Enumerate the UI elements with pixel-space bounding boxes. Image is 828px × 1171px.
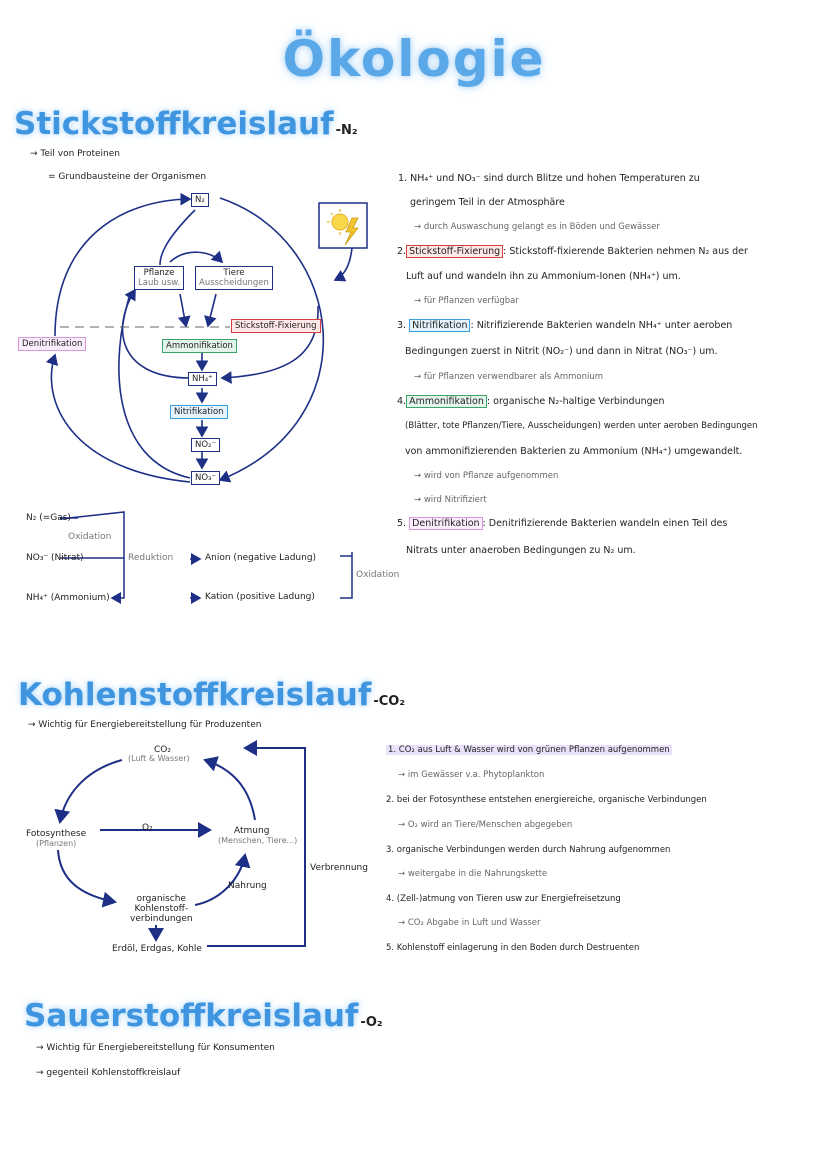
note-gegenteil: → gegenteil Kohlenstoffkreislauf bbox=[36, 1068, 181, 1078]
n-item-3-text: : Nitrifizierende Bakterien wandeln NH₄⁺… bbox=[470, 320, 733, 331]
n-item-3-sub: → für Pflanzen verwendbarer als Ammonium bbox=[414, 372, 604, 382]
node-pflanze-label: Pflanze bbox=[143, 268, 175, 278]
node-stickstoff-fixierung: Stickstoff-Fixierung bbox=[231, 319, 321, 333]
org-line-2: Kohlenstoff- bbox=[134, 904, 189, 914]
node-tiere-sub: Ausscheidungen bbox=[199, 278, 269, 288]
c-item-5: 5. Kohlenstoff einlagerung in den Boden … bbox=[386, 943, 640, 953]
node-fotosynthese: Fotosynthese bbox=[26, 829, 87, 839]
redox-kation: Kation (positive Ladung) bbox=[205, 592, 315, 602]
section-title-text: Kohlenstoffkreislauf bbox=[18, 677, 372, 713]
n-item-4-sub1: → wird von Pflanze aufgenommen bbox=[414, 471, 559, 481]
node-n2: N₂ bbox=[191, 193, 209, 207]
note-grundbausteine: = Grundbausteine der Organismen bbox=[48, 172, 207, 182]
n-item-4b: (Blätter, tote Pflanzen/Tiere, Ausscheid… bbox=[405, 421, 758, 431]
c-item-1: 1. CO₂ aus Luft & Wasser wird von grünen… bbox=[386, 745, 672, 755]
note-konsumenten: → Wichtig für Energiebereitstellung für … bbox=[36, 1043, 275, 1053]
c-item-3: 3. organische Verbindungen werden durch … bbox=[386, 845, 671, 855]
note-produzenten: → Wichtig für Energiebereitstellung für … bbox=[28, 720, 262, 730]
section-title-stickstoff: Stickstoffkreislauf-N₂ bbox=[14, 106, 358, 142]
n-item-2b: Luft auf und wandeln ihn zu Ammonium-Ion… bbox=[406, 271, 681, 282]
n-item-2-highlight: Stickstoff-Fixierung bbox=[406, 245, 504, 258]
formula-n2: -N₂ bbox=[335, 123, 358, 138]
n-item-4-sub2: → wird Nitrifiziert bbox=[414, 495, 487, 505]
redox-no3: NO₃⁻ (Nitrat) bbox=[26, 553, 84, 563]
n-item-5-text: : Denitrifizierende Bakterien wandeln ei… bbox=[482, 518, 728, 529]
note-proteine: → Teil von Proteinen bbox=[30, 149, 120, 159]
c-item-3-sub: → weitergabe in die Nahrungskette bbox=[398, 869, 548, 879]
n-item-2-text: : Stickstoff-fixierende Bakterien nehmen… bbox=[503, 246, 748, 257]
node-no3: NO₃⁻ bbox=[191, 471, 220, 485]
node-co2: CO₂ bbox=[154, 745, 171, 755]
redox-reduktion: Reduktion bbox=[128, 553, 174, 563]
c-item-2-sub: → O₂ wird an Tiere/Menschen abgegeben bbox=[398, 820, 573, 830]
n-item-4c: von ammonifizierenden Bakterien zu Ammon… bbox=[405, 446, 743, 457]
formula-o2: -O₂ bbox=[360, 1015, 383, 1030]
redox-nh4: NH₄⁺ (Ammonium) bbox=[26, 593, 110, 603]
node-nitrifikation: Nitrifikation bbox=[170, 405, 228, 419]
node-pflanze: Pflanze Laub usw. bbox=[134, 266, 185, 290]
node-tiere: Tiere Ausscheidungen bbox=[195, 266, 273, 290]
c-item-4: 4. (Zell-)atmung von Tieren usw zur Ener… bbox=[386, 894, 621, 904]
org-line-3: verbindungen bbox=[130, 914, 193, 924]
n-item-3b: Bedingungen zuerst in Nitrit (NO₂⁻) und … bbox=[405, 346, 718, 357]
label-o2: O₂ bbox=[142, 823, 153, 833]
section-title-kohlenstoff: Kohlenstoffkreislauf-CO₂ bbox=[18, 677, 405, 713]
redox-anion: Anion (negative Ladung) bbox=[205, 553, 317, 563]
n-item-3-num: 3. bbox=[397, 320, 407, 331]
n-item-4a: 4.Ammonifikation: organische N₂-haltige … bbox=[397, 395, 665, 408]
n-item-4-highlight: Ammonifikation bbox=[406, 395, 487, 408]
node-atmung-sub: (Menschen, Tiere...) bbox=[218, 836, 298, 845]
formula-co2: -CO₂ bbox=[373, 694, 406, 709]
c-item-4-sub: → CO₂ Abgabe in Luft und Wasser bbox=[398, 918, 541, 928]
n-item-1b: geringem Teil in der Atmosphäre bbox=[410, 197, 565, 208]
n-item-5b: Nitrats unter anaeroben Bedingungen zu N… bbox=[406, 545, 636, 556]
node-ammonifikation: Ammonifikation bbox=[162, 339, 237, 353]
n-item-3a: 3. Nitrifikation: Nitrifizierende Bakter… bbox=[397, 319, 733, 332]
n-item-5-num: 5. bbox=[397, 518, 407, 529]
n-item-3-highlight: Nitrifikation bbox=[409, 319, 471, 332]
label-nahrung: Nahrung bbox=[228, 881, 267, 891]
c-item-1-sub: → im Gewässer v.a. Phytoplankton bbox=[398, 770, 545, 780]
c-item-1-text: 1. CO₂ aus Luft & Wasser wird von grünen… bbox=[386, 745, 672, 755]
node-pflanze-sub: Laub usw. bbox=[138, 278, 181, 288]
n-item-2a: 2.Stickstoff-Fixierung: Stickstoff-fixie… bbox=[397, 245, 748, 258]
n-item-1a: 1. NH₄⁺ und NO₃⁻ sind durch Blitze und h… bbox=[398, 173, 700, 184]
redox-oxidation-2: Oxidation bbox=[356, 570, 400, 580]
redox-n2-gas: N₂ (=Gas) bbox=[26, 513, 71, 523]
node-tiere-label: Tiere bbox=[223, 268, 245, 278]
page-title: Ökologie bbox=[282, 30, 546, 88]
n-item-5a: 5. Denitrifikation: Denitrifizierende Ba… bbox=[397, 517, 728, 530]
n-item-4-text: : organische N₂-haltige Verbindungen bbox=[486, 396, 665, 407]
section-title-text: Sauerstoffkreislauf bbox=[24, 998, 359, 1034]
n-item-5-highlight: Denitrifikation bbox=[409, 517, 483, 530]
org-line-1: organische bbox=[136, 894, 186, 904]
section-title-sauerstoff: Sauerstoffkreislauf-O₂ bbox=[24, 998, 383, 1034]
n-item-2-num: 2. bbox=[397, 246, 407, 257]
node-nh4: NH₄⁺ bbox=[188, 372, 217, 386]
node-erdoel: Erdöl, Erdgas, Kohle bbox=[112, 944, 202, 954]
label-verbrennung: Verbrennung bbox=[310, 863, 368, 873]
n-item-4-num: 4. bbox=[397, 396, 407, 407]
node-no2: NO₂⁻ bbox=[191, 438, 220, 452]
node-fotosynthese-sub: (Pflanzen) bbox=[36, 839, 77, 848]
n-item-2-sub: → für Pflanzen verfügbar bbox=[414, 296, 519, 306]
node-atmung: Atmung bbox=[234, 826, 270, 836]
section-title-text: Stickstoffkreislauf bbox=[14, 106, 334, 142]
redox-oxidation-1: Oxidation bbox=[68, 532, 112, 542]
node-co2-sub: (Luft & Wasser) bbox=[128, 754, 190, 763]
node-organische-verbindungen: organische Kohlenstoff- verbindungen bbox=[130, 894, 193, 924]
n-item-1-sub: → durch Auswaschung gelangt es in Böden … bbox=[414, 222, 660, 232]
node-denitrifikation: Denitrifikation bbox=[18, 337, 87, 351]
c-item-2: 2. bei der Fotosynthese entstehen energi… bbox=[386, 795, 707, 805]
